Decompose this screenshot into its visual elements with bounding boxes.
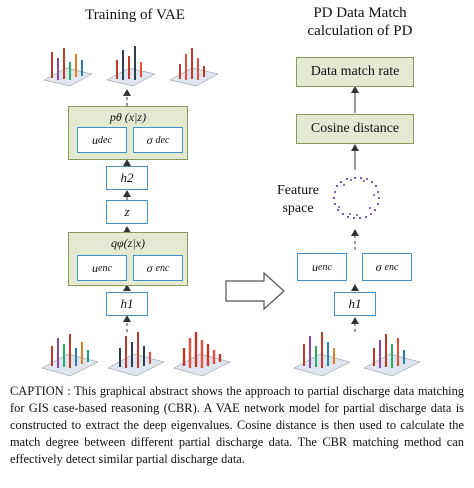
left-title: Training of VAE bbox=[85, 7, 185, 23]
encoder-u-sub: enc bbox=[98, 262, 112, 274]
input-plot-3 bbox=[173, 332, 231, 377]
feature-space-line1: Feature bbox=[277, 183, 319, 198]
right-title-line2: calculation of PD bbox=[307, 23, 413, 39]
right-input-plot-1 bbox=[293, 332, 351, 377]
decoder-u: u bbox=[92, 132, 99, 147]
output-plot-1 bbox=[43, 48, 93, 87]
data-match-rate-box: Data match rate bbox=[296, 57, 414, 87]
cosine-distance-label: Cosine distance bbox=[310, 121, 400, 136]
encoder-sigma: σ bbox=[146, 260, 153, 275]
right-h1-label: h1 bbox=[348, 296, 362, 311]
z-box: z bbox=[106, 200, 148, 224]
right-title-line1: PD Data Match bbox=[313, 5, 407, 21]
decoder-sigma: σ bbox=[146, 132, 153, 147]
decoder-label: pθ (x|z) bbox=[109, 110, 147, 124]
h2-box: h2 bbox=[106, 166, 148, 190]
encoder-sigma-box: σ enc bbox=[133, 255, 183, 281]
h2-label: h2 bbox=[120, 170, 134, 185]
right-h1-box: h1 bbox=[334, 292, 376, 316]
encoder-u: u bbox=[92, 260, 99, 275]
right-enc-u: u bbox=[312, 259, 319, 274]
right-input-plot-2 bbox=[363, 334, 421, 377]
caption: CAPTION : This graphical abstract shows … bbox=[10, 384, 464, 466]
output-plot-2 bbox=[106, 46, 156, 87]
decoder-sigma-sub: dec bbox=[155, 134, 170, 146]
input-plot-1 bbox=[41, 334, 99, 377]
feature-space-line2: space bbox=[282, 201, 314, 216]
input-plot-2 bbox=[107, 332, 165, 377]
encoder-sigma-sub: enc bbox=[155, 262, 170, 274]
z-label: z bbox=[124, 204, 130, 219]
right-enc-sigma-box: σ enc bbox=[362, 253, 412, 281]
right-title: PD Data Match calculation of PD bbox=[285, 4, 435, 40]
right-enc-u-sub: enc bbox=[318, 261, 332, 273]
cosine-distance-box: Cosine distance bbox=[296, 114, 414, 144]
transfer-arrow bbox=[225, 271, 285, 311]
data-match-rate-label: Data match rate bbox=[310, 64, 400, 79]
h1-label: h1 bbox=[120, 296, 134, 311]
h1-box: h1 bbox=[106, 292, 148, 316]
encoder-label: qφ(z|x) bbox=[111, 236, 145, 250]
output-plot-3 bbox=[169, 48, 219, 87]
feature-space-label: Feature space bbox=[268, 182, 328, 218]
decoder-sigma-box: σ dec bbox=[133, 127, 183, 153]
right-enc-sigma-sub: enc bbox=[384, 261, 399, 273]
right-enc-sigma: σ bbox=[375, 259, 382, 274]
decoder-u-sub: dec bbox=[98, 134, 112, 146]
feature-space-scatter bbox=[332, 176, 381, 220]
